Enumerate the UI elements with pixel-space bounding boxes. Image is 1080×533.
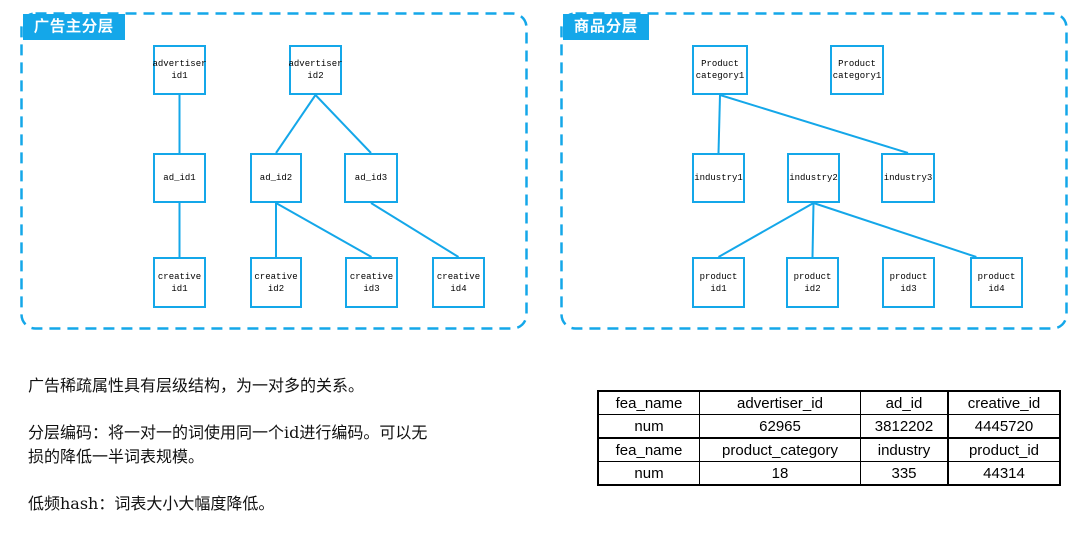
note-hierarchy: 广告稀疏属性具有层级结构，为一对多的关系。 (28, 376, 365, 395)
panel-title-product: 商品分层 (563, 14, 650, 40)
table-cell: num (597, 461, 700, 486)
node-industry1: industry1 (692, 153, 745, 203)
note-low-freq-hash: 低频hash：词表大小大幅度降低。 (28, 494, 275, 513)
node-product_category1_b: Product category1 (830, 45, 884, 95)
table-cell: 3812202 (860, 414, 949, 439)
panel-frame-product (560, 12, 1068, 330)
node-ad_id3: ad_id3 (344, 153, 398, 203)
node-product_category1_a: Product category1 (692, 45, 748, 95)
node-industry2: industry2 (787, 153, 840, 203)
node-product_id3: product id3 (882, 257, 935, 308)
table-cell: 18 (699, 461, 861, 486)
node-product_id1: product id1 (692, 257, 745, 308)
edge-ad_id2-creative_id3 (275, 202, 372, 258)
edge-industry2-product_id1 (718, 202, 814, 258)
panel-title-advertiser: 广告主分层 (23, 14, 126, 40)
table-cell: num (597, 414, 700, 439)
edge-product_category1_a-industry3 (719, 94, 909, 154)
edge-industry2-product_id4 (813, 202, 977, 258)
node-ad_id2: ad_id2 (250, 153, 302, 203)
edge-product_category1_a-industry1 (717, 94, 721, 154)
table-cell: creative_id (947, 390, 1061, 415)
node-creative_id3: creative id3 (345, 257, 398, 308)
node-industry3: industry3 (881, 153, 935, 203)
node-product_id2: product id2 (786, 257, 839, 308)
table-cell: 335 (860, 461, 949, 486)
table-cell: fea_name (597, 390, 700, 415)
table-cell: 4445720 (947, 414, 1061, 439)
node-product_id4: product id4 (970, 257, 1023, 308)
table-cell: 62965 (699, 414, 861, 439)
edge-advertiser_id2-ad_id3 (314, 94, 372, 154)
edge-advertiser_id2-ad_id2 (275, 94, 317, 154)
node-advertiser_id1: advertiser id1 (153, 45, 207, 95)
node-creative_id4: creative id4 (432, 257, 485, 308)
node-advertiser_id2: advertiser id2 (289, 45, 343, 95)
panel-frame-advertiser (20, 12, 528, 330)
edge-ad_id3-creative_id4 (370, 202, 460, 258)
table-cell: ad_id (860, 390, 949, 415)
node-ad_id1: ad_id1 (153, 153, 206, 203)
node-creative_id1: creative id1 (153, 257, 206, 308)
table-cell: industry (860, 437, 949, 462)
table-cell: 44314 (947, 461, 1061, 486)
table-cell: product_category (699, 437, 861, 462)
table-cell: fea_name (597, 437, 700, 462)
node-creative_id2: creative id2 (250, 257, 302, 308)
note-layered-encoding: 分层编码：将一对一的词使用同一个id进行编码。可以无 损的降低一半词表规模。 (28, 423, 428, 466)
table-cell: product_id (947, 437, 1061, 462)
table-cell: advertiser_id (699, 390, 861, 415)
edge-industry2-product_id2 (811, 202, 815, 258)
notes-block: 广告稀疏属性具有层级结构，为一对多的关系。 分层编码：将一对一的词使用同一个id… (28, 374, 528, 533)
